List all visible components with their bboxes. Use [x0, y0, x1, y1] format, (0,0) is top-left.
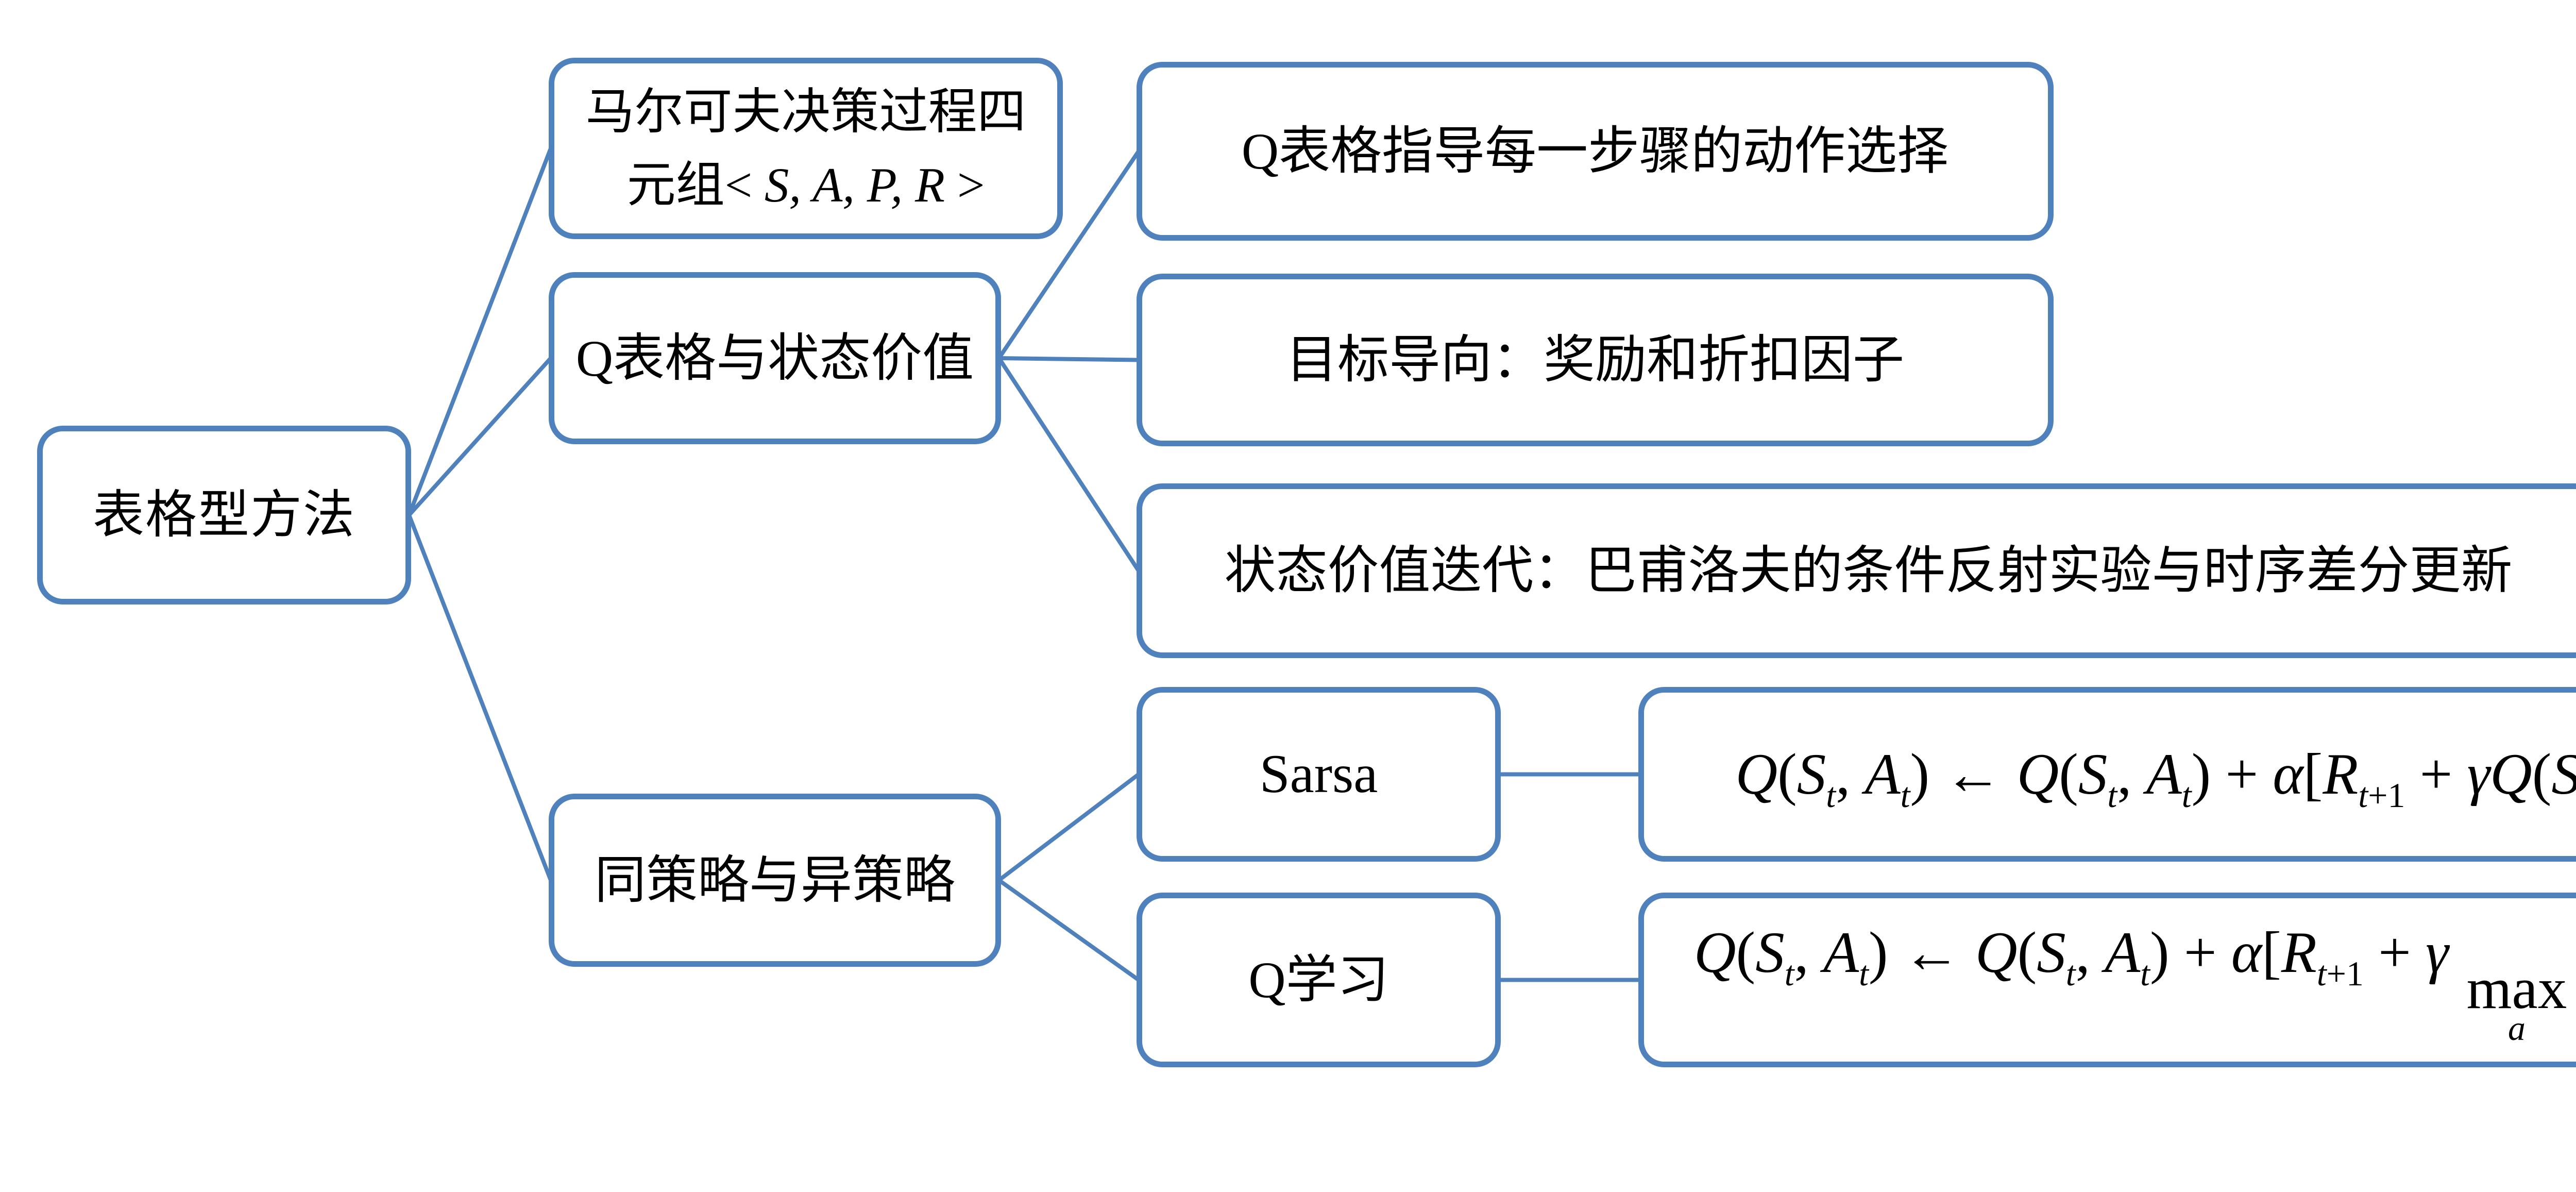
- node-label: Q学习: [1248, 951, 1389, 1009]
- connector-line-root-policy: [407, 513, 553, 882]
- node-sarsa: Sarsa: [1137, 687, 1501, 862]
- node-q-learning: Q学习: [1137, 893, 1501, 1067]
- connector-line-qtable-iterate: [997, 356, 1141, 573]
- node-qtable-action-selection: Q表格指导每一步骤的动作选择: [1137, 62, 2054, 241]
- node-mdp-tuple: 马尔可夫决策过程四元组< S, A, P, R >: [549, 58, 1063, 239]
- node-label: 目标导向：奖励和折扣因子: [1286, 331, 1904, 389]
- node-sarsa-update-formula: Q(St, At) ← Q(St, At) + α[Rt+1 + γQ(St+1…: [1638, 687, 2576, 862]
- node-label: 状态价值迭代：巴甫洛夫的条件反射实验与时序差分更新: [1224, 542, 2513, 599]
- connector-line-qtable-goal: [997, 356, 1141, 362]
- node-goal-oriented-reward-discount: 目标导向：奖励和折扣因子: [1137, 274, 2054, 446]
- node-tabular-methods: 表格型方法: [37, 426, 411, 605]
- node-label: Q表格与状态价值: [575, 329, 974, 387]
- node-label: 同策略与异策略: [595, 851, 955, 909]
- sarsa-formula-text: Q(St, At) ← Q(St, At) + α[Rt+1 + γQ(St+1…: [1735, 742, 2576, 815]
- mdp-math-tuple: S, A, P, R: [764, 158, 945, 212]
- node-on-policy-off-policy: 同策略与异策略: [549, 794, 1001, 967]
- node-label: 马尔可夫决策过程四元组< S, A, P, R >: [585, 84, 1026, 213]
- connector-line-policy-sarsa: [997, 772, 1141, 882]
- connector-line-root-mdp: [407, 146, 553, 517]
- connector-line-policy-qlearning: [997, 878, 1141, 982]
- connector-line-root-qtable: [407, 356, 553, 517]
- node-state-value-iteration-td: 状态价值迭代：巴甫洛夫的条件反射实验与时序差分更新: [1137, 483, 2576, 658]
- node-qtable-state-value: Q表格与状态价值: [549, 272, 1001, 444]
- node-label: 表格型方法: [93, 486, 355, 544]
- node-label: Sarsa: [1259, 744, 1378, 804]
- node-label: Q表格指导每一步骤的动作选择: [1241, 123, 1949, 180]
